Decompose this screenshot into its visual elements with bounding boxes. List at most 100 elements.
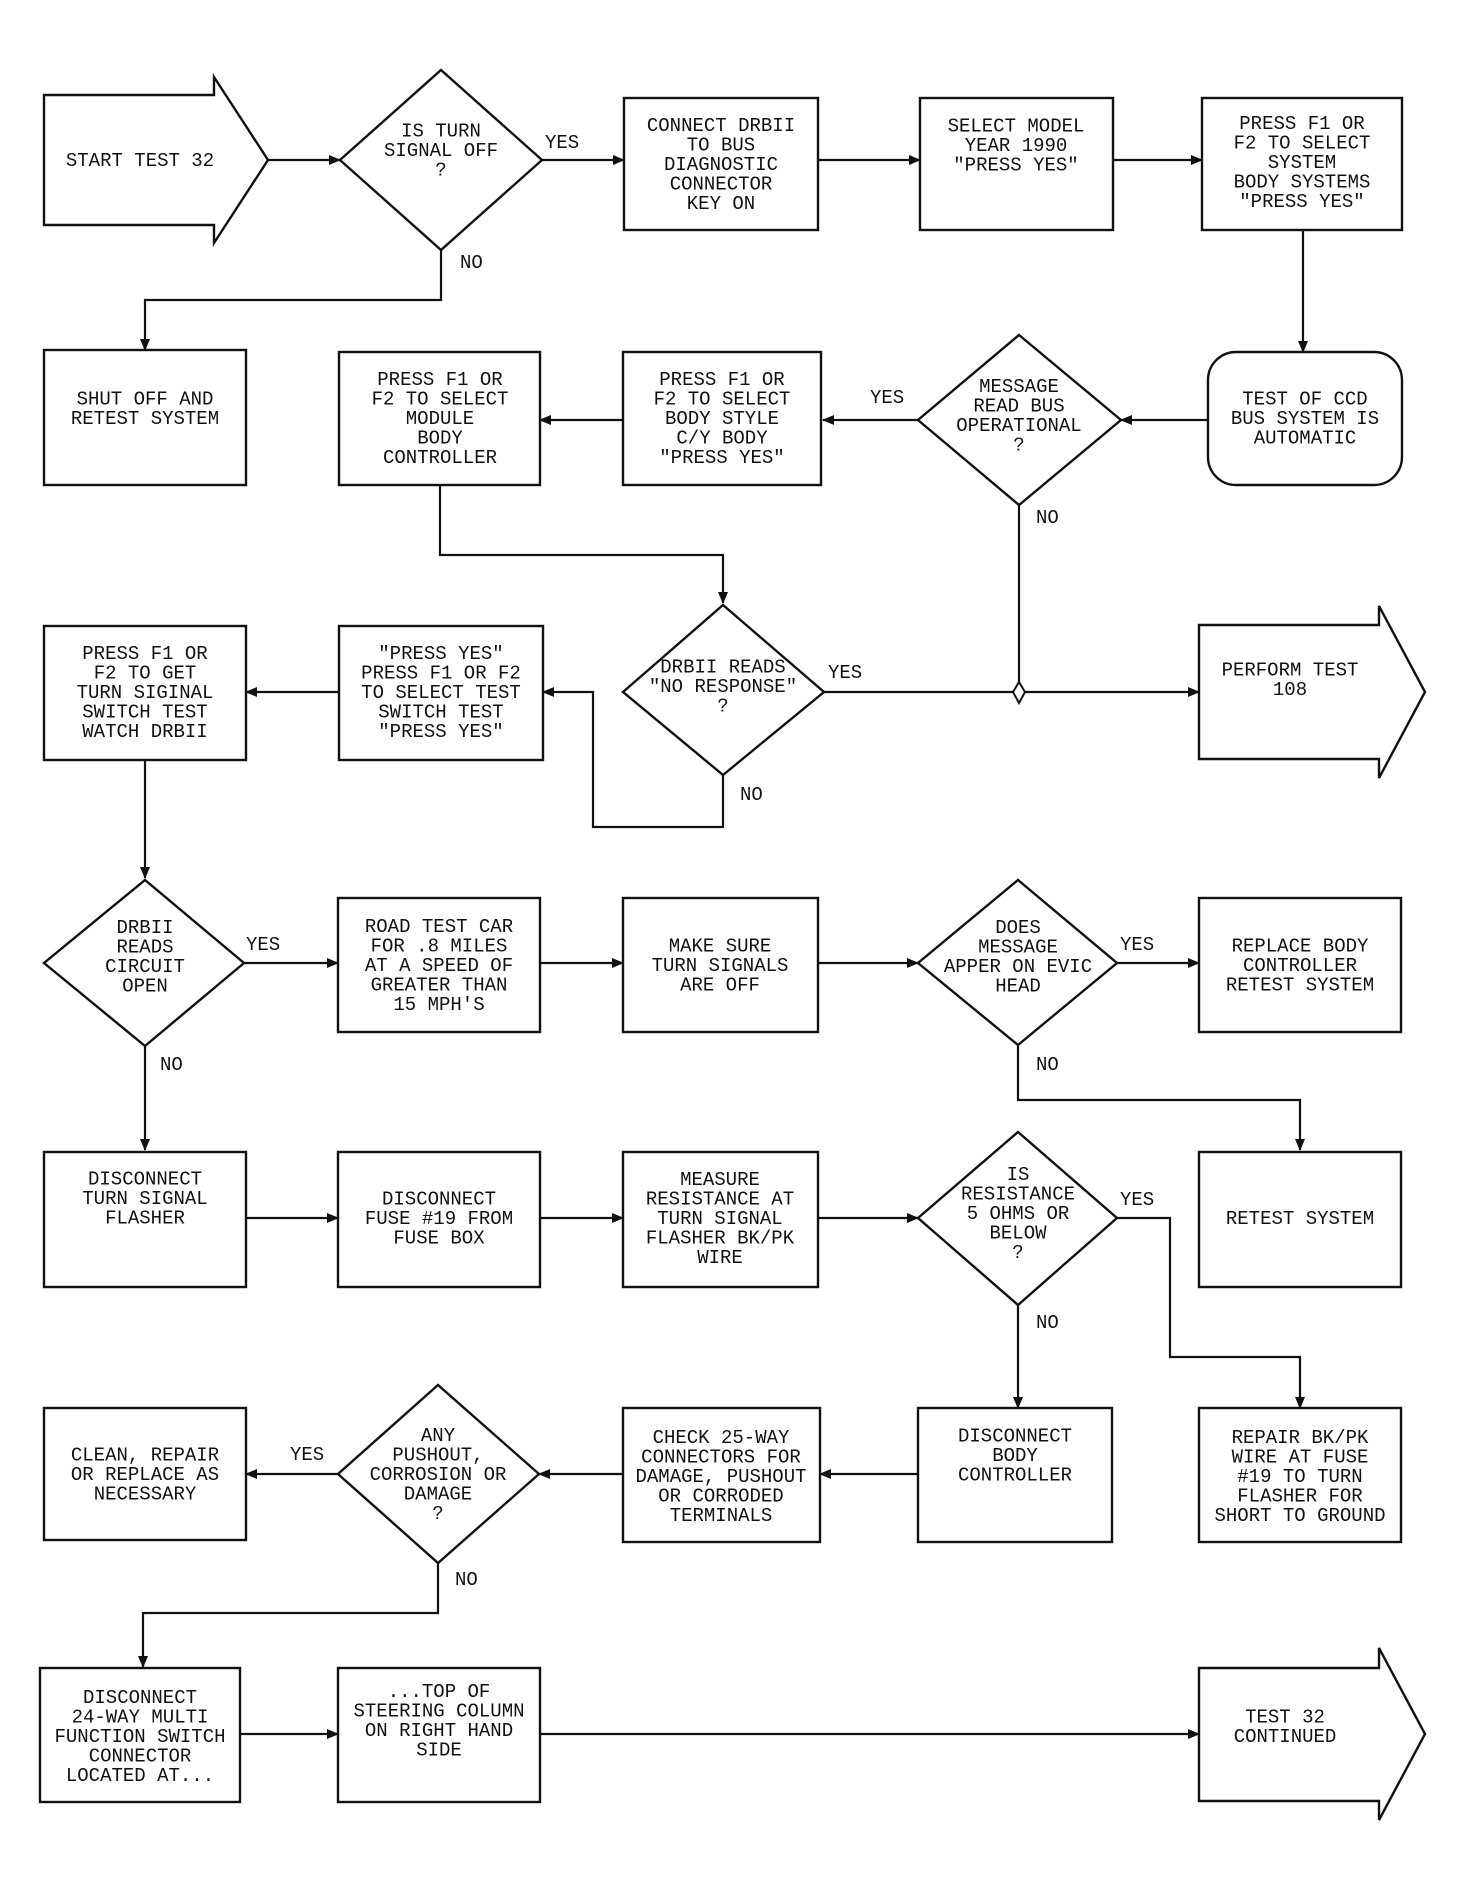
box-repair-wire — [1197, 1406, 1403, 1544]
edge-label-no-evic: NO — [1036, 1054, 1059, 1076]
node-line: CORROSION OR — [370, 1464, 507, 1486]
node-line: PRESS F1 OR — [82, 643, 207, 665]
node-line: OR CORRODED — [658, 1486, 783, 1508]
node-line: DAMAGE — [404, 1484, 472, 1506]
node-line: HEAD — [995, 975, 1041, 997]
node-line: 108 — [1273, 679, 1307, 701]
decision-pushout — [336, 1383, 541, 1565]
node-line: F2 TO SELECT — [654, 389, 791, 411]
node-line: CONNECTOR — [670, 174, 773, 196]
box-make-sure — [621, 896, 820, 1034]
node-line: GREATER THAN — [371, 975, 508, 997]
node-line: PRESS F1 OR — [659, 369, 784, 391]
node-line: DISCONNECT — [88, 1169, 202, 1191]
shapes — [38, 68, 1427, 1821]
box-shut-off — [42, 348, 248, 487]
node-line: ? — [435, 160, 446, 182]
node-line: AT A SPEED OF — [365, 955, 513, 977]
node-line: ? — [1013, 434, 1024, 456]
box-press-switch-test — [337, 624, 545, 762]
node-line: SHORT TO GROUND — [1214, 1505, 1385, 1527]
node-line: SYSTEM — [1268, 152, 1336, 174]
edge-label-yes-pushout: YES — [290, 1444, 324, 1466]
label-retest: RETEST SYSTEM — [1226, 1208, 1374, 1230]
node-line: SELECT MODEL — [948, 116, 1085, 138]
box-replace-body — [1197, 896, 1403, 1034]
node-line: CONNECTOR — [89, 1746, 192, 1768]
start-node — [42, 72, 270, 248]
node-line: MODULE — [406, 408, 474, 430]
node-line: REPLACE BODY — [1232, 936, 1369, 958]
node-line: TURN SIGNAL — [82, 1188, 207, 1210]
node-line: 24-WAY MULTI — [72, 1707, 209, 1729]
node-line: BODY — [417, 428, 463, 450]
test-32-continued-node — [1197, 1647, 1427, 1821]
edge-pushout-no — [138, 1563, 440, 1668]
node-line: F2 TO SELECT — [1234, 133, 1371, 155]
node-line: RESISTANCE — [961, 1184, 1075, 1206]
node-line: APPER ON EVIC — [944, 956, 1092, 978]
edges — [138, 155, 1308, 1739]
node-line: RESISTANCE AT — [646, 1189, 794, 1211]
node-line: WATCH DRBII — [82, 721, 207, 743]
node-line: WIRE AT FUSE — [1232, 1447, 1369, 1469]
edge-module-to-noresp — [438, 485, 728, 604]
node-line: 15 MPH'S — [393, 994, 484, 1016]
node-line: FLASHER BK/PK — [646, 1228, 795, 1250]
node-line: C/Y BODY — [676, 428, 768, 450]
box-press-system — [1200, 96, 1404, 232]
node-line: SIGNAL OFF — [384, 140, 498, 162]
node-line: DISCONNECT — [382, 1189, 496, 1211]
node-line: TURN SIGNAL — [657, 1208, 782, 1230]
edge-label-yes-turn-off: YES — [545, 132, 579, 154]
node-line: "PRESS YES" — [1239, 191, 1364, 213]
node-line: TO BUS — [687, 135, 755, 157]
node-line: PERFORM TEST — [1222, 659, 1359, 681]
node-line: "PRESS YES" — [659, 447, 784, 469]
edge-label-no-pushout: NO — [455, 1569, 478, 1591]
box-select-model-year — [918, 96, 1115, 232]
edge-label-no-msg-bus: NO — [1036, 507, 1059, 529]
node-line: ? — [1012, 1242, 1023, 1264]
node-line: ? — [432, 1503, 443, 1525]
node-line: MEASURE — [680, 1169, 760, 1191]
node-line: RETEST SYSTEM — [1226, 1208, 1374, 1230]
node-line: ROAD TEST CAR — [365, 916, 513, 938]
node-line: CIRCUIT — [105, 956, 185, 978]
junction-marker — [1011, 680, 1027, 706]
box-press-body-style — [621, 350, 823, 487]
box-disconnect-body — [916, 1406, 1114, 1544]
node-line: CHECK 25-WAY — [653, 1427, 790, 1449]
node-line: BELOW — [989, 1223, 1047, 1245]
perform-test-108-node — [1197, 605, 1427, 779]
node-line: ARE OFF — [680, 975, 760, 997]
edge-noresp-no — [542, 687, 725, 829]
edge-labels: YES NO YES NO YES NO YES NO YES NO YES N… — [160, 132, 1154, 1591]
node-line: BODY STYLE — [665, 408, 779, 430]
node-line: BODY SYSTEMS — [1234, 172, 1371, 194]
node-line: "PRESS YES" — [953, 155, 1078, 177]
node-line: TEST 32 — [1245, 1706, 1325, 1728]
node-line: DRBII READS — [660, 657, 785, 679]
node-line: OPERATIONAL — [956, 415, 1081, 437]
node-line: YEAR 1990 — [965, 135, 1068, 157]
node-line: IS — [1007, 1164, 1030, 1186]
node-line: ON RIGHT HAND — [365, 1720, 513, 1742]
decision-evic — [916, 878, 1119, 1047]
node-line: SWITCH TEST — [378, 702, 503, 724]
edge-evic-no — [1016, 1045, 1305, 1151]
node-line: WIRE — [697, 1247, 743, 1269]
